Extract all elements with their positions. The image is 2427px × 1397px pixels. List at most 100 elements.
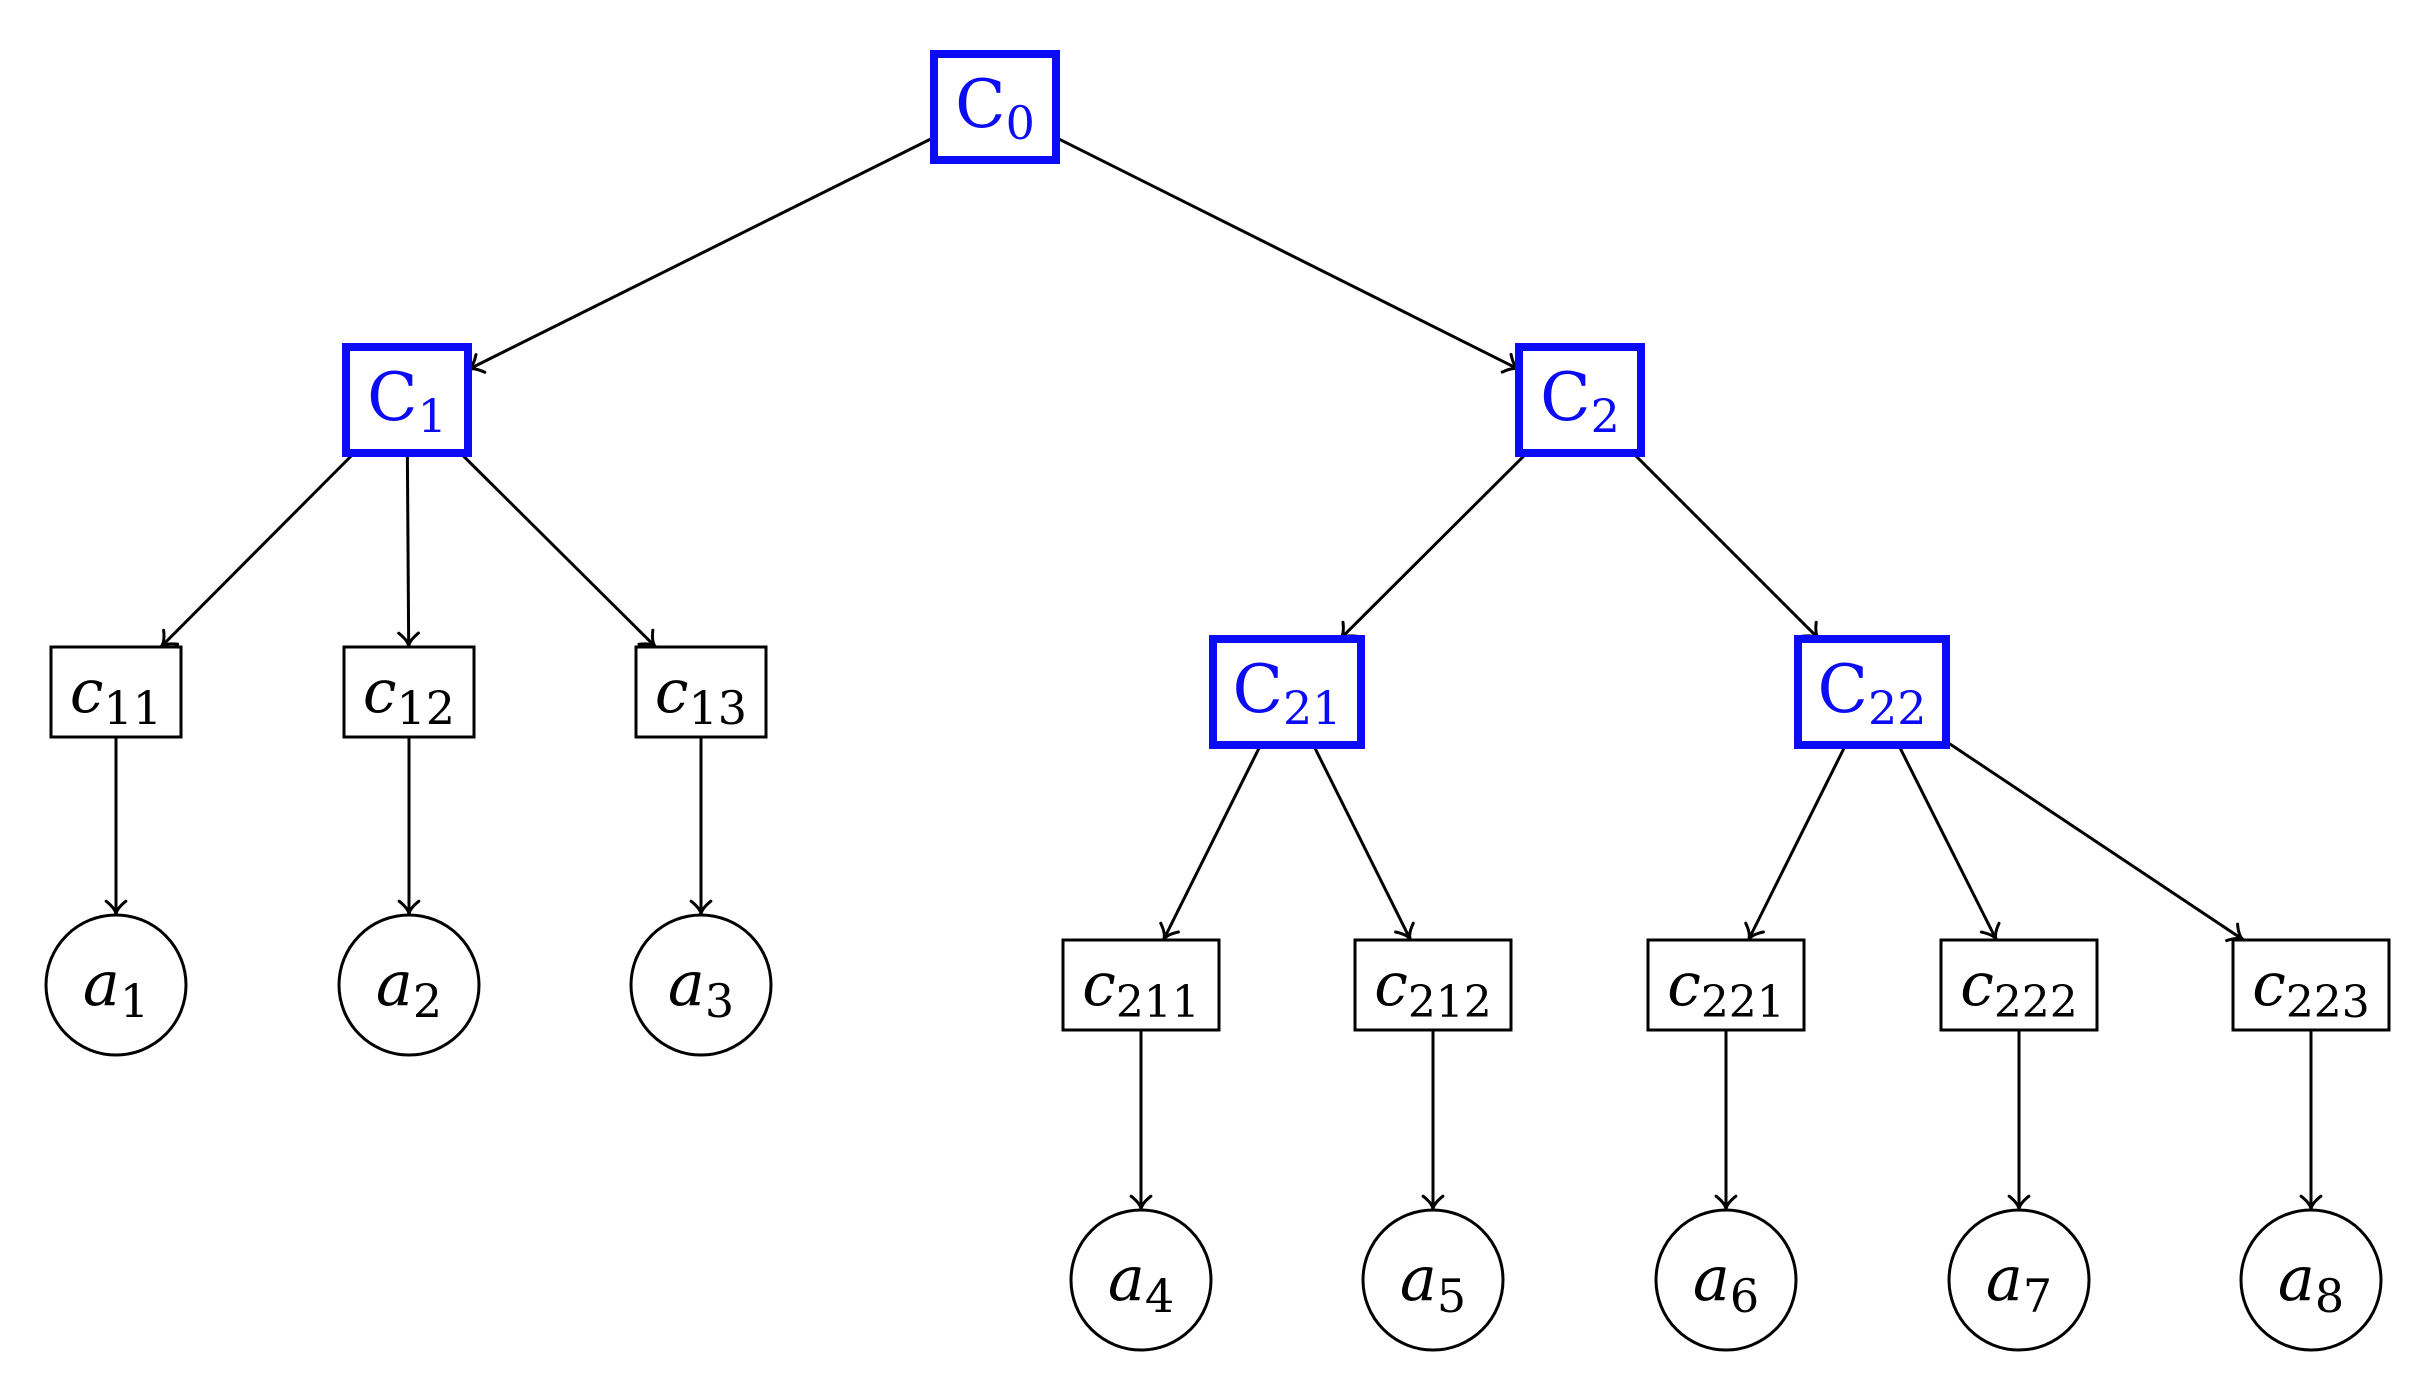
node-label-main: a	[376, 947, 413, 1020]
edge-line	[1897, 744, 1998, 941]
node-label: a6	[1693, 1242, 1759, 1323]
node-C0: C0	[930, 50, 1060, 164]
node-box	[49, 645, 183, 739]
node-label: c221	[1667, 950, 1785, 1028]
node-label-main: c	[1960, 950, 1994, 1020]
node-label-main: c	[655, 657, 689, 727]
edge-line	[459, 451, 657, 649]
node-c222: c222	[1939, 938, 2099, 1032]
edge-C21-c212	[1312, 744, 1415, 942]
node-c13: c13	[634, 645, 768, 739]
edge-C2-C21	[1338, 451, 1528, 641]
node-label-subscript: 212	[1408, 977, 1492, 1028]
node-circle	[1069, 1208, 1213, 1352]
node-label-subscript: 222	[1994, 977, 2078, 1028]
node-box	[1646, 938, 1806, 1032]
node-a2: a2	[337, 913, 481, 1057]
node-label-subscript: 0	[1006, 96, 1035, 150]
node-label-main: a	[2278, 1242, 2315, 1315]
node-box	[1209, 635, 1365, 749]
node-box	[1353, 938, 1513, 1032]
node-box	[2231, 938, 2391, 1032]
edge-C0-C1	[466, 136, 935, 374]
edge-c11-a1	[104, 737, 128, 917]
node-a1: a1	[44, 913, 188, 1057]
node-circle	[44, 913, 188, 1057]
node-label: c13	[655, 657, 747, 735]
node-label: c222	[1960, 950, 2078, 1028]
edge-line	[159, 451, 356, 649]
node-a3: a3	[629, 913, 773, 1057]
node-box	[342, 343, 472, 457]
node-label-subscript: 221	[1701, 977, 1785, 1028]
node-label-subscript: 223	[2286, 977, 2370, 1028]
edge-line	[1312, 744, 1412, 941]
node-circle	[1654, 1208, 1798, 1352]
edge-line	[1055, 136, 1520, 371]
node-box	[930, 50, 1060, 164]
node-circle	[1947, 1208, 2091, 1352]
node-label-subscript: 11	[104, 681, 163, 735]
edge-C22-c222	[1897, 744, 2001, 942]
node-label-subscript: 5	[1437, 1269, 1466, 1323]
node-label-subscript: 8	[2315, 1269, 2344, 1323]
node-label-main: a	[1693, 1242, 1730, 1315]
edge-C0-C2	[1055, 136, 1521, 374]
edge-C22-c221	[1744, 744, 1847, 942]
node-label-subscript: 13	[689, 681, 748, 735]
node-circle	[629, 913, 773, 1057]
node-label-subscript: 1	[418, 389, 447, 443]
node-C1: C1	[342, 343, 472, 457]
node-a7: a7	[1947, 1208, 2091, 1352]
node-c212: c212	[1353, 938, 1513, 1032]
node-label-subscript: 7	[2023, 1269, 2052, 1323]
node-circle	[1361, 1208, 1505, 1352]
edge-c211-a4	[1129, 1030, 1153, 1212]
node-label-subscript: 12	[397, 681, 456, 735]
node-c11: c11	[49, 645, 183, 739]
node-box	[1939, 938, 2099, 1032]
node-a5: a5	[1361, 1208, 1505, 1352]
edge-c222-a7	[2007, 1030, 2031, 1212]
node-label: C21	[1232, 651, 1341, 735]
node-c211: c211	[1061, 938, 1221, 1032]
node-C2: C2	[1515, 343, 1645, 457]
node-label-subscript: 4	[1145, 1269, 1174, 1323]
edge-c223-a8	[2299, 1030, 2323, 1212]
node-box	[1061, 938, 1221, 1032]
node-circle	[2239, 1208, 2383, 1352]
node-label: C0	[955, 66, 1035, 150]
node-label-main: a	[83, 947, 120, 1020]
edge-line	[1339, 451, 1528, 641]
node-c12: c12	[342, 645, 476, 739]
node-a6: a6	[1654, 1208, 1798, 1352]
node-label-main: c	[2252, 950, 2286, 1020]
edge-c212-a5	[1421, 1030, 1445, 1212]
node-label-main: c	[70, 657, 104, 727]
node-C21: C21	[1209, 635, 1365, 749]
node-label-subscript: 21	[1283, 681, 1342, 735]
node-label: c11	[70, 657, 162, 735]
edge-C21-c211	[1159, 744, 1262, 942]
edge-line	[1162, 744, 1262, 941]
node-label-main: C	[367, 359, 418, 436]
node-label-main: c	[363, 657, 397, 727]
edge-line	[1945, 740, 2245, 942]
node-label: C22	[1817, 651, 1926, 735]
edge-line	[1631, 451, 1821, 641]
node-label-subscript: 2	[413, 974, 442, 1028]
node-label-main: C	[1817, 651, 1868, 728]
node-label: a2	[376, 947, 442, 1028]
edge-line	[1747, 744, 1847, 941]
node-label-main: a	[1108, 1242, 1145, 1315]
node-label: c212	[1374, 950, 1492, 1028]
node-label-main: c	[1667, 950, 1701, 1020]
node-label-main: c	[1374, 950, 1408, 1020]
node-label-subscript: 2	[1591, 389, 1620, 443]
node-label: a4	[1108, 1242, 1174, 1323]
node-circle	[337, 913, 481, 1057]
edge-c221-a6	[1714, 1030, 1738, 1212]
node-c223: c223	[2231, 938, 2391, 1032]
node-label: a3	[668, 947, 734, 1028]
